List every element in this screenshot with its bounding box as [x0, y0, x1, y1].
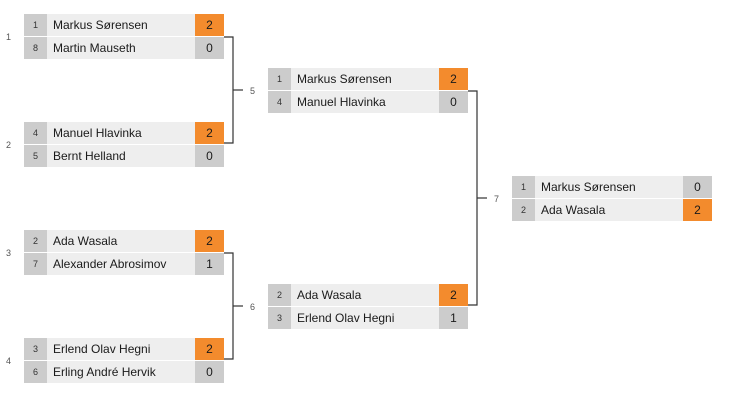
- score: 0: [683, 176, 712, 198]
- seed-badge: 8: [24, 37, 47, 59]
- seed-badge: 7: [24, 253, 47, 275]
- team-name: Manuel Hlavinka: [291, 91, 439, 113]
- score-winner: 2: [683, 199, 712, 221]
- score: 0: [195, 361, 224, 383]
- team-row[interactable]: 6 Erling André Hervik 0: [24, 361, 224, 383]
- team-name: Markus Sørensen: [47, 14, 195, 36]
- score: 1: [195, 253, 224, 275]
- match-number: 7: [494, 194, 500, 204]
- connector-match-1: [224, 36, 234, 144]
- team-row[interactable]: 7 Alexander Abrosimov 1: [24, 253, 224, 275]
- seed-badge: 1: [512, 176, 535, 198]
- seed-badge: 1: [24, 14, 47, 36]
- bracket-match-2: 4 Manuel Hlavinka 2 5 Bernt Helland 0: [24, 122, 224, 168]
- team-row[interactable]: 3 Erlend Olav Hegni 2: [24, 338, 224, 360]
- score: 1: [439, 307, 468, 329]
- team-row[interactable]: 2 Ada Wasala 2: [24, 230, 224, 252]
- team-name: Ada Wasala: [47, 230, 195, 252]
- score-winner: 2: [195, 14, 224, 36]
- connector-match-5: [468, 90, 478, 306]
- team-name: Erlend Olav Hegni: [47, 338, 195, 360]
- score: 0: [195, 37, 224, 59]
- match-number: 3: [6, 248, 12, 258]
- score-winner: 2: [195, 230, 224, 252]
- score-winner: 2: [439, 284, 468, 306]
- score: 0: [195, 145, 224, 167]
- team-name: Markus Sørensen: [535, 176, 683, 198]
- team-row[interactable]: 2 Ada Wasala 2: [268, 284, 468, 306]
- team-row[interactable]: 2 Ada Wasala 2: [512, 199, 712, 221]
- team-row[interactable]: 1 Markus Sørensen 2: [24, 14, 224, 36]
- team-name: Erling André Hervik: [47, 361, 195, 383]
- match-number: 1: [6, 32, 12, 42]
- team-row[interactable]: 5 Bernt Helland 0: [24, 145, 224, 167]
- seed-badge: 4: [24, 122, 47, 144]
- team-name: Bernt Helland: [47, 145, 195, 167]
- seed-badge: 3: [268, 307, 291, 329]
- bracket-match-1: 1 Markus Sørensen 2 8 Martin Mauseth 0: [24, 14, 224, 60]
- match-number: 6: [250, 302, 256, 312]
- team-row[interactable]: 4 Manuel Hlavinka 0: [268, 91, 468, 113]
- team-row[interactable]: 4 Manuel Hlavinka 2: [24, 122, 224, 144]
- team-name: Markus Sørensen: [291, 68, 439, 90]
- score-winner: 2: [195, 122, 224, 144]
- team-row[interactable]: 3 Erlend Olav Hegni 1: [268, 307, 468, 329]
- bracket-match-6: 2 Ada Wasala 2 3 Erlend Olav Hegni 1: [268, 284, 468, 330]
- team-name: Erlend Olav Hegni: [291, 307, 439, 329]
- score-winner: 2: [439, 68, 468, 90]
- team-name: Ada Wasala: [535, 199, 683, 221]
- score-winner: 2: [195, 338, 224, 360]
- match-number: 5: [250, 86, 256, 96]
- team-row[interactable]: 8 Martin Mauseth 0: [24, 37, 224, 59]
- team-name: Martin Mauseth: [47, 37, 195, 59]
- seed-badge: 4: [268, 91, 291, 113]
- seed-badge: 2: [268, 284, 291, 306]
- match-number: 4: [6, 356, 12, 366]
- seed-badge: 2: [512, 199, 535, 221]
- seed-badge: 5: [24, 145, 47, 167]
- score: 0: [439, 91, 468, 113]
- seed-badge: 3: [24, 338, 47, 360]
- team-name: Ada Wasala: [291, 284, 439, 306]
- bracket-match-4: 3 Erlend Olav Hegni 2 6 Erling André Her…: [24, 338, 224, 384]
- team-name: Alexander Abrosimov: [47, 253, 195, 275]
- bracket-match-final: 1 Markus Sørensen 0 2 Ada Wasala 2: [512, 176, 712, 222]
- team-row[interactable]: 1 Markus Sørensen 2: [268, 68, 468, 90]
- team-row[interactable]: 1 Markus Sørensen 0: [512, 176, 712, 198]
- bracket-match-3: 2 Ada Wasala 2 7 Alexander Abrosimov 1: [24, 230, 224, 276]
- seed-badge: 2: [24, 230, 47, 252]
- seed-badge: 1: [268, 68, 291, 90]
- seed-badge: 6: [24, 361, 47, 383]
- connector-match-3: [224, 252, 234, 360]
- match-number: 2: [6, 140, 12, 150]
- bracket-match-5: 1 Markus Sørensen 2 4 Manuel Hlavinka 0: [268, 68, 468, 114]
- team-name: Manuel Hlavinka: [47, 122, 195, 144]
